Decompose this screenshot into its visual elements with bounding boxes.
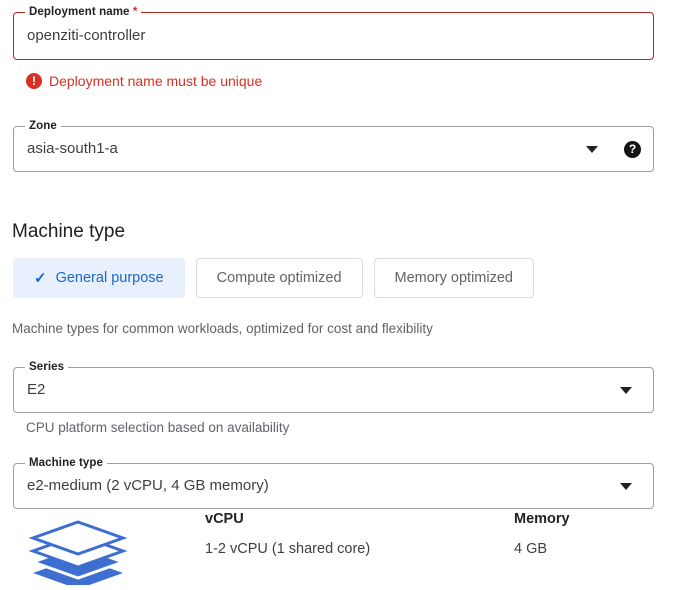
deployment-name-field[interactable]: Deployment name * openziti-controller: [13, 6, 654, 60]
required-asterisk: *: [132, 6, 138, 18]
stacked-layers-icon: [28, 510, 128, 589]
machine-type-section-title: Machine type: [12, 221, 126, 242]
machine-type-option-memory-optimized[interactable]: Memory optimized: [373, 258, 534, 298]
zone-value: asia-south1-a: [27, 140, 118, 157]
deployment-name-label: Deployment name *: [25, 6, 142, 19]
chevron-down-icon[interactable]: [586, 146, 598, 153]
spec-header: vCPU: [205, 511, 244, 527]
check-icon: ✓: [34, 269, 47, 287]
spec-value: 4 GB: [514, 541, 548, 557]
spec-column-vcpu: vCPU 1-2 vCPU (1 shared core): [205, 510, 370, 559]
machine-type-field[interactable]: Machine type e2-medium (2 vCPU, 4 GB mem…: [13, 457, 654, 509]
machine-type-option-compute-optimized[interactable]: Compute optimized: [195, 258, 363, 298]
deployment-name-error: ! Deployment name must be unique: [26, 72, 262, 90]
series-helper-text: CPU platform selection based on availabi…: [26, 420, 290, 435]
machine-type-option-general-purpose[interactable]: ✓ General purpose: [13, 258, 185, 298]
series-label: Series: [25, 361, 69, 374]
spec-header: Memory: [514, 511, 570, 527]
chevron-down-icon[interactable]: [620, 387, 632, 394]
spec-column-memory: Memory 4 GB: [514, 510, 570, 559]
deployment-name-value: openziti-controller: [27, 27, 146, 44]
spec-value: 1-2 vCPU (1 shared core): [205, 541, 371, 557]
machine-spec-panel: vCPU 1-2 vCPU (1 shared core) Memory 4 G…: [0, 510, 680, 589]
machine-type-value: e2-medium (2 vCPU, 4 GB memory): [27, 477, 269, 494]
error-message-text: Deployment name must be unique: [49, 73, 263, 89]
series-field[interactable]: Series E2: [13, 361, 654, 413]
chevron-down-icon[interactable]: [620, 483, 632, 490]
machine-type-toggle-group: ✓ General purpose Compute optimized Memo…: [13, 258, 534, 298]
machine-type-option-label: Memory optimized: [394, 270, 513, 286]
machine-type-option-label: General purpose: [55, 270, 164, 286]
machine-type-field-label: Machine type: [25, 457, 108, 470]
error-exclamation-icon: !: [26, 73, 42, 89]
machine-type-description: Machine types for common workloads, opti…: [12, 321, 433, 336]
help-circle-icon[interactable]: ?: [624, 140, 641, 158]
machine-type-option-label: Compute optimized: [216, 270, 342, 286]
zone-label: Zone: [25, 120, 61, 133]
zone-field[interactable]: Zone asia-south1-a ?: [13, 120, 654, 172]
series-value: E2: [27, 381, 46, 398]
